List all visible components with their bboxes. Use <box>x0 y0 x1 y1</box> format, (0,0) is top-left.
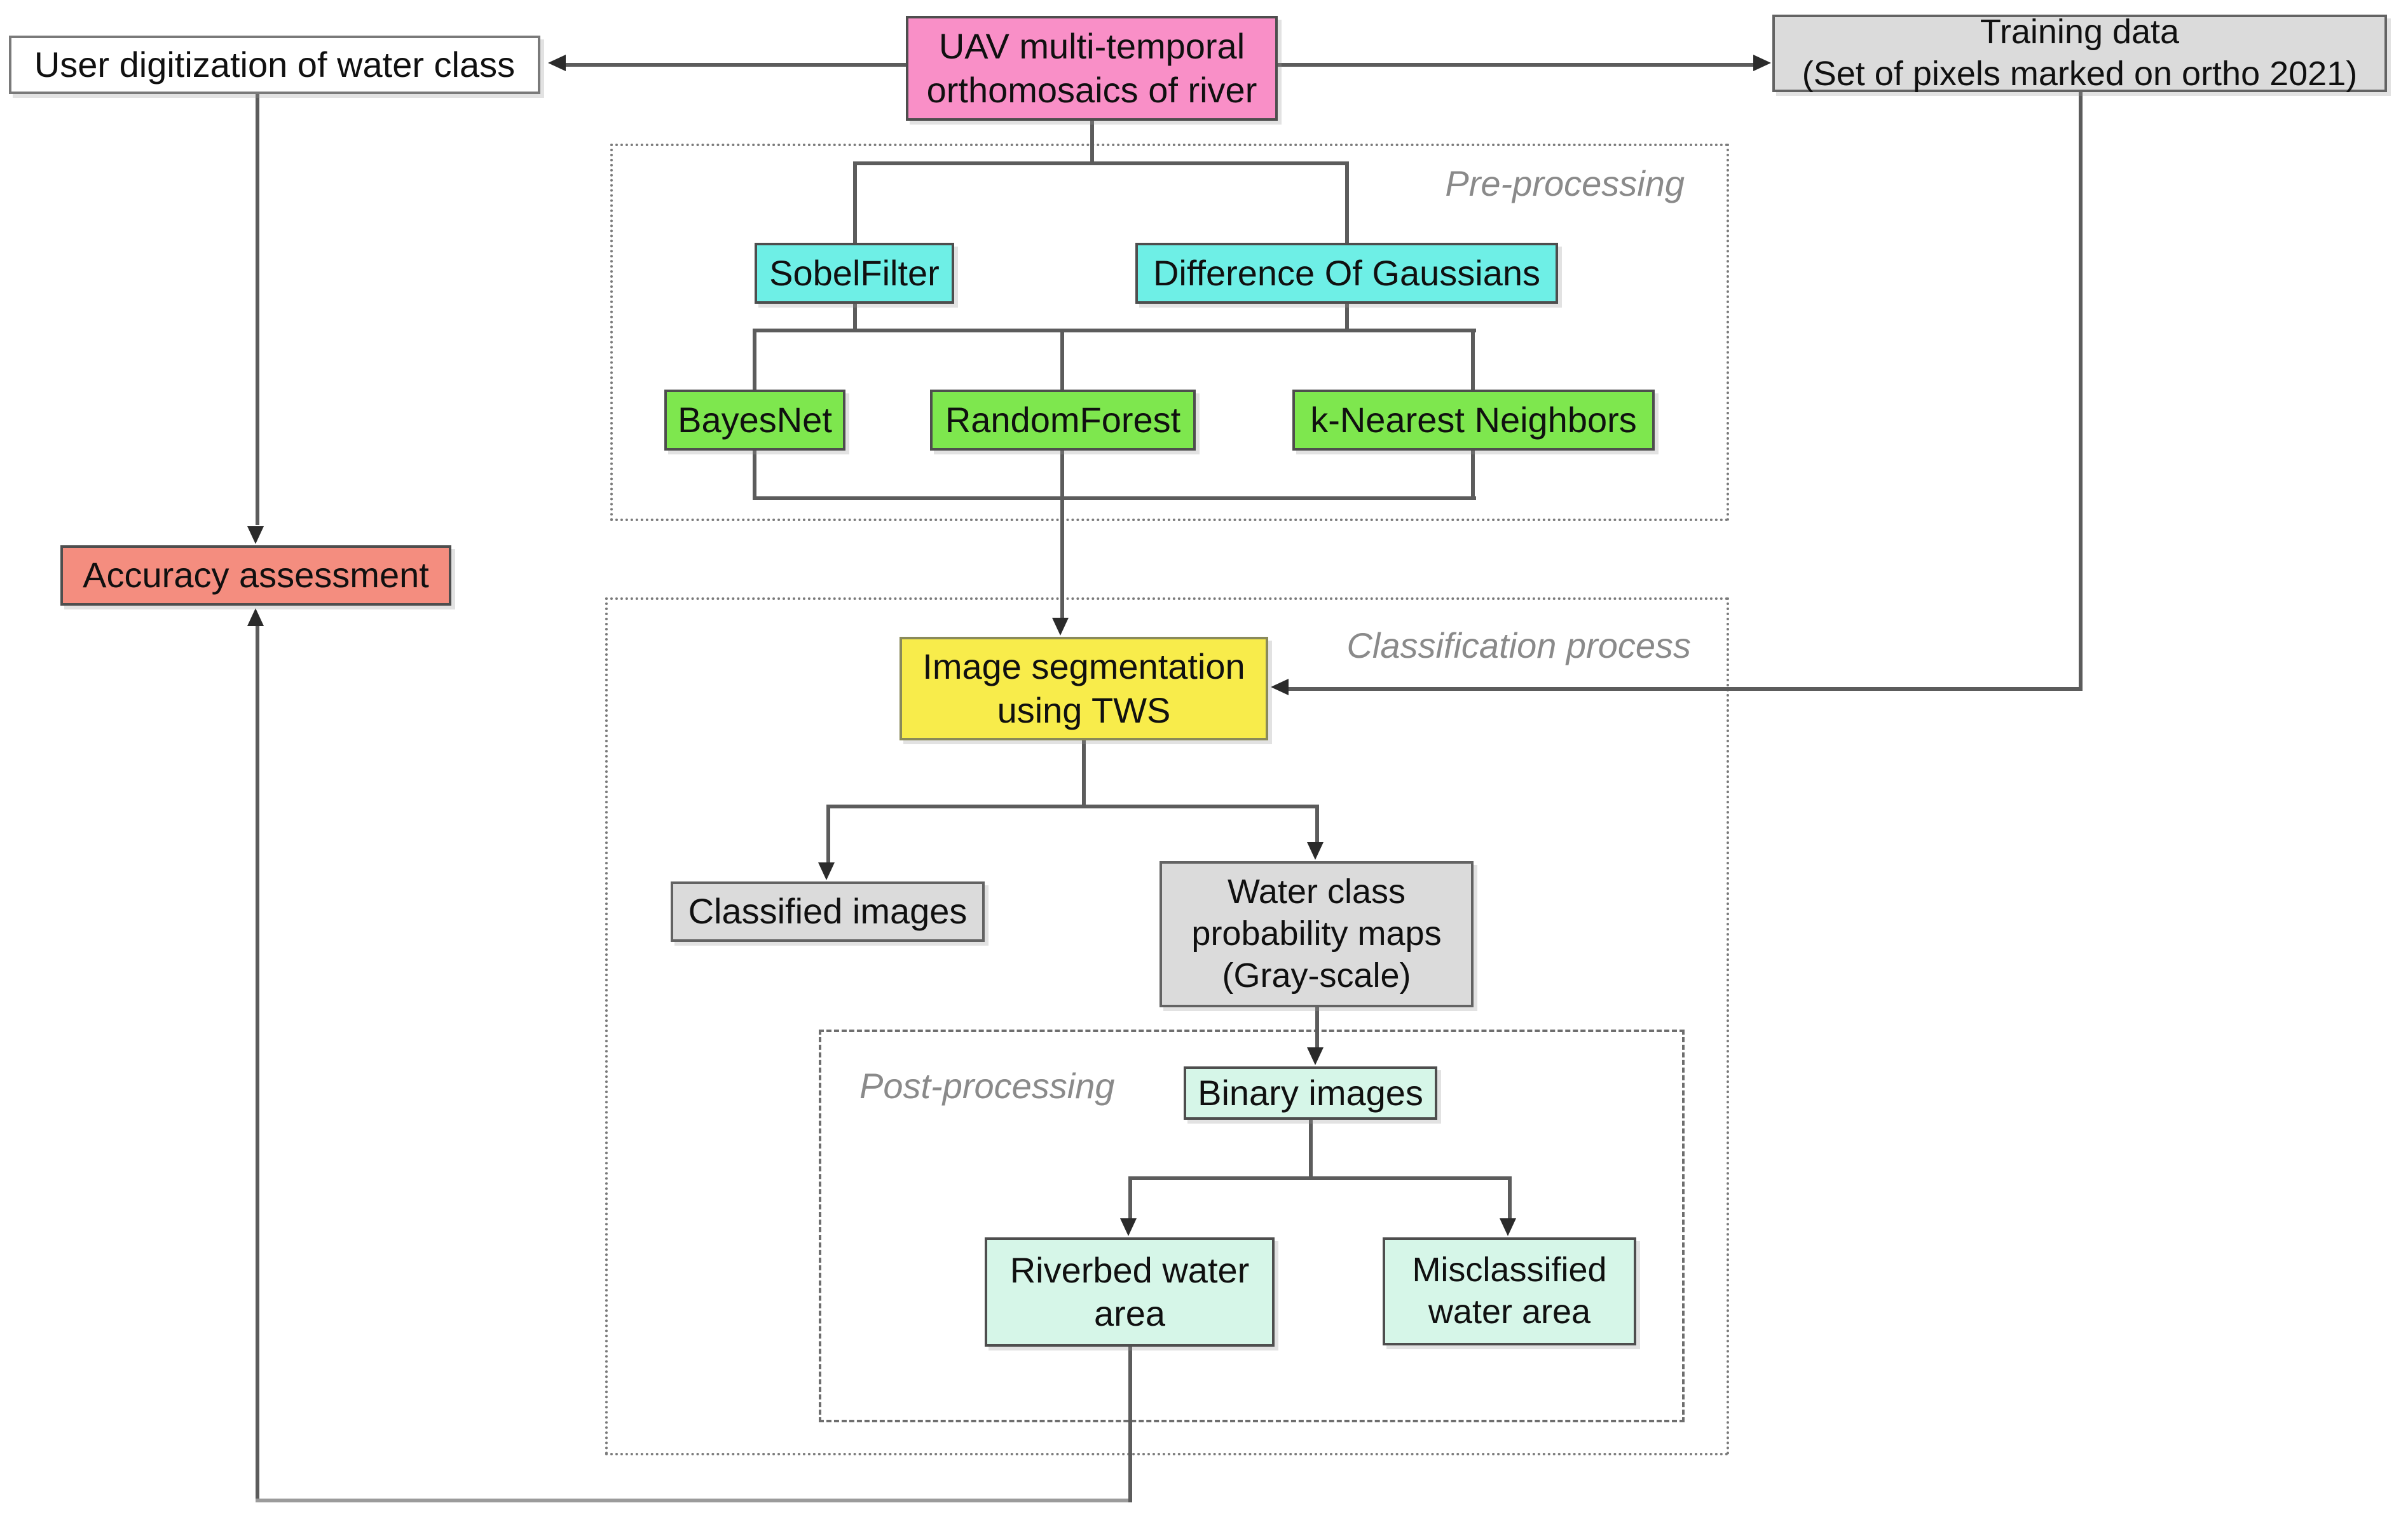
arrowhead-into-tws-right <box>1271 679 1289 695</box>
edge-drop-bayesnet <box>753 329 756 391</box>
group-pre-processing <box>610 144 1729 521</box>
edge-tws-split <box>826 805 1319 808</box>
node-riverbed-water-area: Riverbed water area <box>985 1237 1275 1347</box>
edge-sobel-down <box>853 304 857 331</box>
edge-training-to-tws <box>1289 687 2082 691</box>
edge-tws-down <box>1082 740 1086 807</box>
arrowhead-into-riverbed <box>1120 1218 1137 1236</box>
arrowhead-into-user-digitization <box>548 55 566 71</box>
edge-uav-down <box>1090 121 1094 164</box>
node-k-nearest-neighbors: k-Nearest Neighbors <box>1292 390 1655 451</box>
edge-drop-sobel <box>853 161 857 244</box>
edge-binary-down <box>1309 1119 1313 1178</box>
group-label-pre-processing: Pre-processing <box>1445 163 1685 203</box>
edge-training-down <box>2079 92 2083 691</box>
node-random-forest: RandomForest <box>930 390 1196 451</box>
node-difference-of-gaussians: Difference Of Gaussians <box>1135 243 1558 304</box>
edge-drop-randomforest <box>1060 329 1064 391</box>
edge-drop-riverbed <box>1128 1176 1132 1218</box>
group-label-post-processing: Post-processing <box>859 1066 1115 1106</box>
edge-drop-classified <box>826 805 830 862</box>
edge-drop-knn <box>1471 329 1475 391</box>
node-water-class-probability-maps: Water class probability maps (Gray-scale… <box>1160 861 1474 1007</box>
node-bayesnet: BayesNet <box>664 390 845 451</box>
arrowhead-into-accuracy-top <box>247 526 264 544</box>
edge-binary-split <box>1128 1176 1512 1180</box>
edge-classifier-collector <box>753 496 1476 500</box>
edge-return-up <box>256 626 259 1501</box>
edge-drop-dog <box>1345 161 1349 244</box>
arrowhead-into-classified <box>818 862 835 880</box>
node-classified-images: Classified images <box>671 881 985 942</box>
edge-return-bottom <box>256 1499 1132 1502</box>
edge-preproc-split-top <box>853 161 1349 165</box>
node-binary-images: Binary images <box>1184 1066 1437 1120</box>
node-misclassified-water-area: Misclassified water area <box>1383 1237 1636 1345</box>
node-uav-orthomosaics: UAV multi-temporal orthomosaics of river <box>906 16 1278 121</box>
edge-waterclass-down <box>1315 1006 1319 1047</box>
group-label-classification-process: Classification process <box>1346 625 1691 665</box>
edge-knn-down <box>1471 451 1475 499</box>
edge-drop-waterclass <box>1315 805 1319 842</box>
edge-bayesnet-down <box>753 451 756 499</box>
group-post-processing <box>819 1030 1685 1422</box>
node-sobel-filter: SobelFilter <box>755 243 954 304</box>
edge-dog-down <box>1345 304 1349 331</box>
edge-drop-misclassified <box>1508 1176 1512 1218</box>
arrowhead-into-accuracy-bottom <box>247 608 264 626</box>
arrowhead-into-tws-top <box>1052 618 1069 636</box>
edge-user-to-accuracy <box>256 93 259 525</box>
arrowhead-into-misclassified <box>1500 1218 1516 1236</box>
node-image-segmentation-tws: Image segmentation using TWS <box>900 637 1268 740</box>
edge-riverbed-down <box>1128 1347 1132 1502</box>
node-accuracy-assessment: Accuracy assessment <box>60 545 451 606</box>
edge-spine-to-tws <box>1060 496 1064 618</box>
group-classification-process <box>605 597 1729 1455</box>
node-training-data: Training data (Set of pixels marked on o… <box>1772 13 2387 93</box>
edge-classifier-split <box>753 329 1476 332</box>
node-user-digitization: User digitization of water class <box>9 36 540 94</box>
arrowhead-into-waterclass <box>1307 842 1324 860</box>
edge-randomforest-down <box>1060 451 1064 499</box>
edge-uav-to-training <box>1278 63 1753 67</box>
arrowhead-into-training-data <box>1753 55 1771 71</box>
arrowhead-into-binary <box>1307 1047 1324 1065</box>
edge-uav-to-user <box>566 63 906 67</box>
